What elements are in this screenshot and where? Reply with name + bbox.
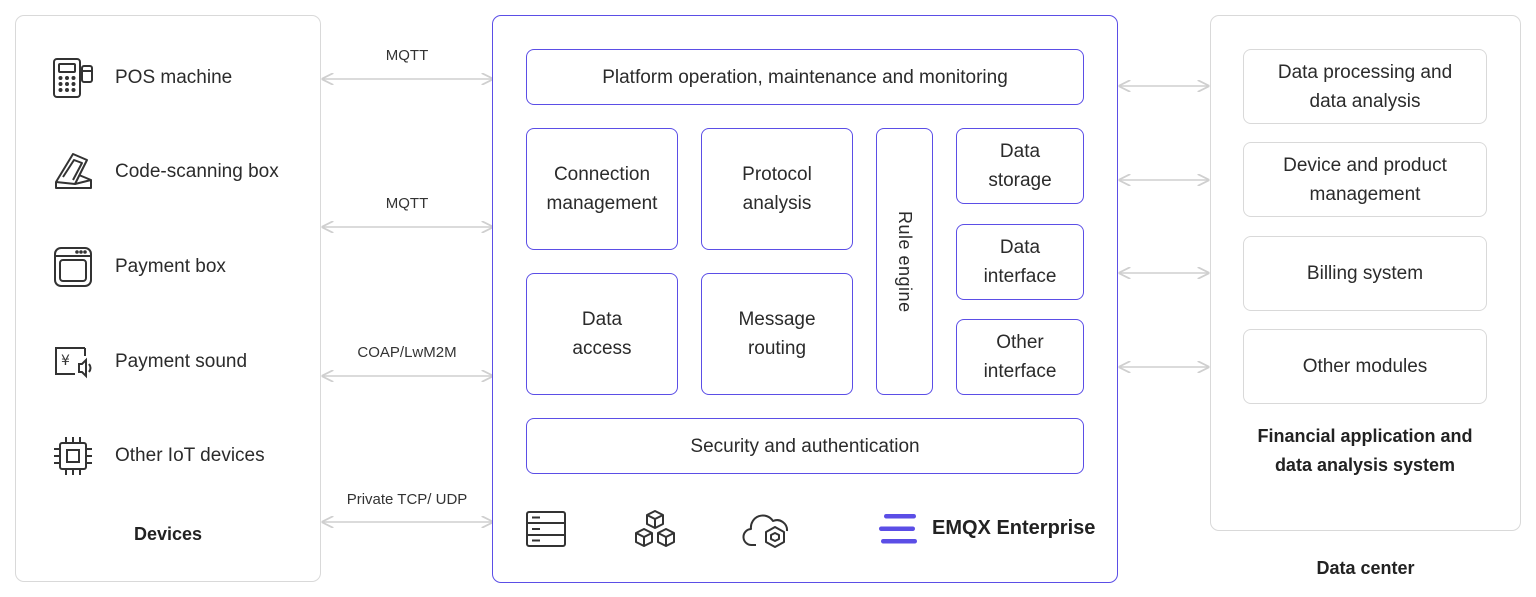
data-access-module: Data access [526,273,678,395]
data-storage-module: Data storage [956,128,1084,204]
server-icon [524,509,568,549]
platform-monitoring-module: Platform operation, maintenance and moni… [526,49,1084,105]
cloud-icon [742,509,794,549]
cubes-icon [632,508,678,552]
device-pos-machine: POS machine [51,56,232,100]
scanner-icon [51,150,95,194]
pos-machine-icon [51,56,95,100]
protocol-analysis-module: Protocol analysis [701,128,853,250]
device-label: Payment sound [115,351,248,372]
device-label: Payment box [115,256,226,277]
device-other-iot: Other IoT devices [51,434,265,478]
devices-panel [15,15,321,582]
device-label: Other IoT devices [115,445,265,466]
data-processing-module: Data processing and data analysis [1243,49,1487,124]
brand-name: EMQX Enterprise [932,517,1096,539]
right-arrows [1116,70,1212,380]
device-label: POS machine [115,67,233,88]
protocol-label: MQTT [385,47,429,64]
device-payment-sound: ¥ Payment sound [51,340,247,384]
payment-sound-icon: ¥ [51,340,95,384]
chip-icon [51,434,95,478]
rule-engine-label: Rule engine [895,210,915,313]
device-product-management-module: Device and product management [1243,142,1487,217]
other-modules-module: Other modules [1243,329,1487,404]
emqx-logo [878,513,920,545]
security-authentication-module: Security and authentication [526,418,1084,474]
other-interface-module: Other interface [956,319,1084,395]
device-label: Code-scanning box [115,161,279,182]
financial-system-caption: Financial application and data analysis … [1257,426,1473,475]
protocol-label: MQTT [385,195,429,212]
billing-system-module: Billing system [1243,236,1487,311]
protocol-label: Private TCP/ UDP [346,491,468,508]
data-center-caption: Data center [1316,558,1415,578]
device-code-scanning-box: Code-scanning box [51,150,279,194]
payment-box-icon [51,245,95,289]
rule-engine-module: Rule engine [876,128,933,395]
connection-management-module: Connection management [526,128,678,250]
left-arrows [320,60,496,540]
svg-text:¥: ¥ [61,353,70,369]
data-interface-module: Data interface [956,224,1084,300]
message-routing-module: Message routing [701,273,853,395]
devices-caption: Devices [133,524,203,544]
protocol-label: COAP/LwM2M [357,344,457,361]
device-payment-box: Payment box [51,245,226,289]
